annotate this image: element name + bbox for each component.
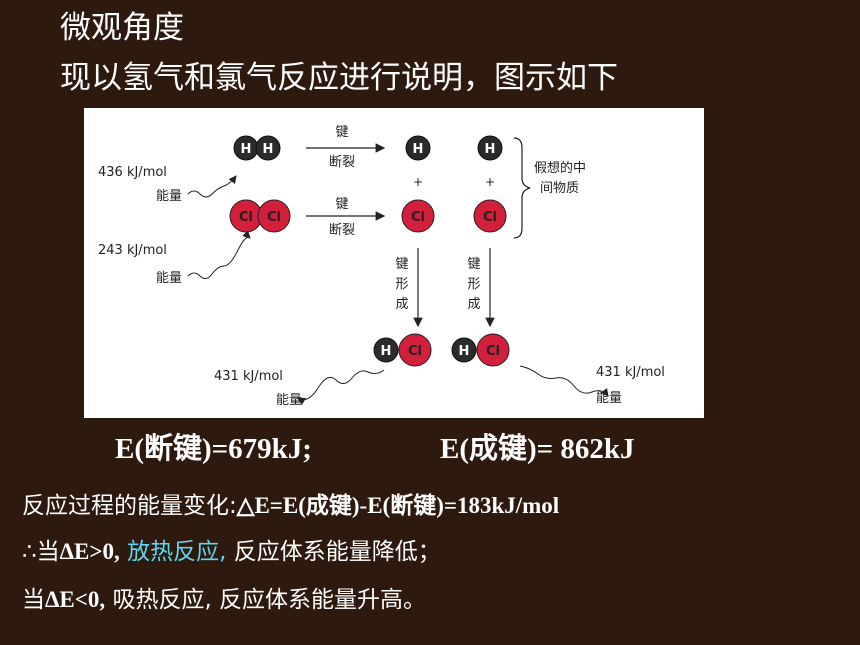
energy-label: 能量 <box>276 393 302 408</box>
plus-sign: + <box>413 175 423 189</box>
cl-atom <box>473 199 507 233</box>
endothermic-prefix: 当 <box>22 587 45 613</box>
h2-bond-energy: 436 kJ/mol <box>98 165 167 180</box>
h-atom-label: H <box>381 344 392 359</box>
reaction-diagram-svg: H H Cl Cl 436 kJ/mol 能量 243 kJ/mol 能量 键 … <box>98 125 665 408</box>
form-label: 键 <box>467 257 480 272</box>
form-label: 成 <box>395 297 408 312</box>
heading-line-1: 微观角度 <box>60 10 184 46</box>
cl-atom-label: Cl <box>267 210 281 225</box>
plus-sign: + <box>485 175 495 189</box>
cl-atom-label: Cl <box>408 344 422 359</box>
energy-change-line: 反应过程的能量变化:△E=E(成键)-E(断键)=183kJ/mol <box>22 486 559 520</box>
exothermic-condition: ΔE>0, <box>59 539 120 564</box>
energy-out-arrow <box>519 365 609 397</box>
cl2-bond-energy: 243 kJ/mol <box>98 243 167 258</box>
energy-change-text: 反应过程的能量变化: <box>22 493 237 519</box>
h2-molecule: H H <box>233 135 281 161</box>
cl-atom-label: Cl <box>486 344 500 359</box>
cl-atom-label: Cl <box>239 210 253 225</box>
heading-line-2: 现以氢气和氯气反应进行说明，图示如下 <box>60 60 618 96</box>
cl2-molecule: Cl Cl <box>229 199 291 233</box>
cl-atom <box>398 333 432 367</box>
intermediate-label: 假想的中 <box>534 160 586 176</box>
hcl-bond-energy: 431 kJ/mol <box>214 369 283 384</box>
h-atom <box>477 135 503 161</box>
cl-atom-label: Cl <box>483 210 497 225</box>
energy-label: 能量 <box>156 189 182 204</box>
exothermic-rest: 反应体系能量降低； <box>233 539 441 565</box>
h-atom <box>451 337 477 363</box>
energy-out-arrow <box>297 369 385 406</box>
break-label: 键 <box>335 197 348 212</box>
energy-label: 能量 <box>156 271 182 286</box>
reaction-diagram: H H Cl Cl 436 kJ/mol 能量 243 kJ/mol 能量 键 … <box>84 108 704 418</box>
hcl-molecule: H Cl <box>373 333 432 367</box>
h-atom <box>373 337 399 363</box>
h-atom <box>405 135 431 161</box>
cl-atom-label: Cl <box>411 210 425 225</box>
intermediate-label: 间物质 <box>540 181 579 196</box>
h-atom-label: H <box>241 142 252 157</box>
brace <box>513 137 531 239</box>
cl-atom <box>476 333 510 367</box>
form-label: 形 <box>467 277 480 292</box>
h-atom <box>255 135 281 161</box>
form-label: 成 <box>467 297 480 312</box>
break-label: 断裂 <box>329 223 355 238</box>
break-label: 断裂 <box>329 155 355 170</box>
break-label: 键 <box>335 125 348 140</box>
h-atom-label: H <box>485 142 496 157</box>
h-atom-label: H <box>413 142 424 157</box>
cl-atom <box>401 199 435 233</box>
exothermic-highlight: 放热反应, <box>127 539 227 565</box>
endothermic-line: 当ΔE<0, 吸热反应, 反应体系能量升高。 <box>22 580 426 614</box>
energy-in-arrow <box>187 175 237 198</box>
exothermic-line: ∴当ΔE>0, 放热反应, 反应体系能量降低； <box>22 532 441 566</box>
hcl-molecule: H Cl <box>451 333 510 367</box>
endothermic-rest: 吸热反应, 反应体系能量升高。 <box>112 587 427 613</box>
form-label: 形 <box>395 277 408 292</box>
bond-breaking-energy: E(断键)=679kJ; <box>115 433 312 465</box>
cl-atom <box>257 199 291 233</box>
exothermic-prefix: ∴当 <box>22 539 60 565</box>
form-label: 键 <box>395 257 408 272</box>
bond-forming-energy: E(成键)= 862kJ <box>440 433 635 465</box>
energy-change-formula: △E=E(成键)-E(断键)=183kJ/mol <box>236 493 560 518</box>
energy-in-arrow <box>187 230 251 280</box>
h-atom-label: H <box>263 142 274 157</box>
energy-label: 能量 <box>596 391 622 406</box>
hcl-bond-energy: 431 kJ/mol <box>596 365 665 380</box>
endothermic-condition: ΔE<0, <box>45 587 106 612</box>
h-atom-label: H <box>459 344 470 359</box>
